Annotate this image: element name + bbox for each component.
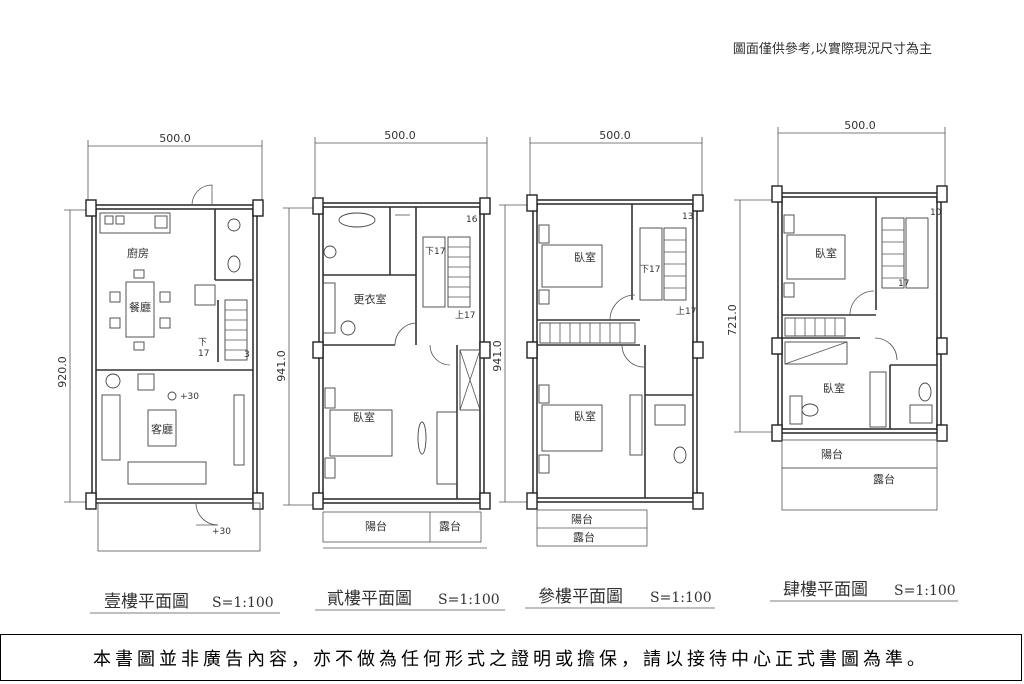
plan4-title: 肆樓平面圖 xyxy=(783,580,868,600)
plan4-stair-count-b: 17 xyxy=(898,279,909,289)
plan4-room-terrace: 露台 xyxy=(873,472,895,486)
plan3-room-bedroom-lower: 臥室 xyxy=(574,409,596,423)
plan4-width-dim: 500.0 xyxy=(844,119,876,132)
plan1-stair-count: 17 xyxy=(198,349,209,359)
plan1-title: 壹樓平面圖 xyxy=(104,592,189,612)
plan2-scale: S=1:100 xyxy=(438,592,500,608)
plan3-room-terrace: 露台 xyxy=(573,530,595,544)
plan2-stair-down: 下17 xyxy=(425,247,445,257)
plan3-room-balcony: 陽台 xyxy=(571,512,593,526)
plan1-stair-steps: 3 xyxy=(244,350,250,360)
plan3-title: 參樓平面圖 xyxy=(538,587,623,607)
plan1-room-dining: 餐廳 xyxy=(129,300,151,314)
plan2-room-terrace: 露台 xyxy=(439,519,461,533)
plan1-porch-level-mark: +30 xyxy=(212,527,231,537)
plan4-room-balcony: 陽台 xyxy=(821,447,843,461)
plan1-height-dim: 920.0 xyxy=(56,356,69,388)
plan2-stair-up: 上17 xyxy=(455,310,475,321)
plan2-stair-count: 16 xyxy=(466,215,478,225)
plan2-room-closet: 更衣室 xyxy=(354,292,387,306)
plan3-stair-up: 上17 xyxy=(676,306,696,317)
disclaimer-note: 圖面僅供參考,以實際現況尺寸為主 xyxy=(732,42,932,57)
plan4-stair-count-a: 10 xyxy=(930,208,942,218)
floor-plans-drawing: 500.0 920.0 xyxy=(56,119,958,614)
plan-floor-2: 500.0 941.0 xyxy=(275,129,505,611)
plan1-width-dim: 500.0 xyxy=(159,132,191,145)
footer-disclaimer: 本書圖並非廣告內容，亦不做為任何形式之證明或擔保，請以接待中心正式書圖為準。 xyxy=(0,634,1022,681)
plan3-height-dim: 941.0 xyxy=(491,340,504,372)
plan4-scale: S=1:100 xyxy=(894,583,956,599)
plan4-room-bedroom-upper: 臥室 xyxy=(815,246,837,260)
plan3-stair-count: 13 xyxy=(682,212,693,222)
plan-floor-4: 500.0 721.0 xyxy=(726,119,958,602)
plan3-scale: S=1:100 xyxy=(650,590,712,606)
plan2-title: 貳樓平面圖 xyxy=(327,589,412,609)
plan1-stair-down: 下 xyxy=(198,338,207,348)
plan1-level-mark: +30 xyxy=(180,392,199,402)
plan4-height-dim: 721.0 xyxy=(726,304,739,336)
plan3-stair-down: 下17 xyxy=(640,265,660,275)
plan4-room-bedroom-lower: 臥室 xyxy=(823,381,845,395)
plan1-scale: S=1:100 xyxy=(212,595,274,611)
plan2-height-dim: 941.0 xyxy=(275,350,288,382)
plan-floor-3: 500.0 941.0 xyxy=(491,129,715,609)
plan2-room-balcony: 陽台 xyxy=(365,519,387,533)
plan2-room-bedroom: 臥室 xyxy=(353,410,375,424)
plan3-width-dim: 500.0 xyxy=(599,129,631,142)
plan1-room-living: 客廳 xyxy=(151,422,173,436)
plan1-room-kitchen: 廚房 xyxy=(127,246,149,260)
plan3-room-bedroom-upper: 臥室 xyxy=(574,250,596,264)
footer-disclaimer-text: 本書圖並非廣告內容，亦不做為任何形式之證明或擔保，請以接待中心正式書圖為準。 xyxy=(93,648,929,670)
plan2-width-dim: 500.0 xyxy=(384,129,416,142)
plan-floor-1: 500.0 920.0 xyxy=(56,132,280,614)
